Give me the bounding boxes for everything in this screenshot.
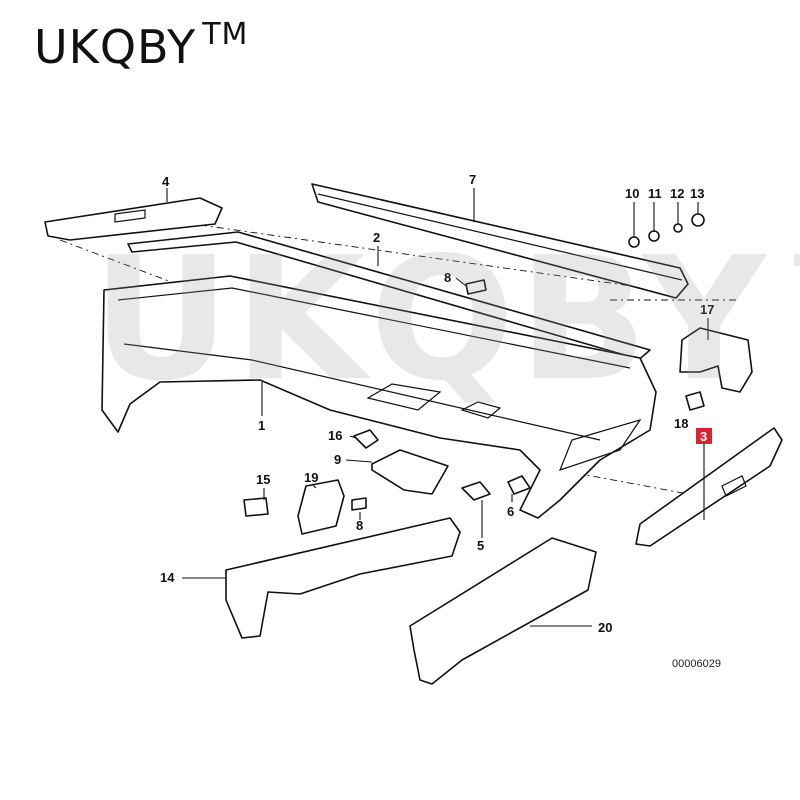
part-9-plate xyxy=(371,449,449,495)
part-15-clip xyxy=(243,497,269,517)
callout-13: 13 xyxy=(690,186,704,201)
part-13-nut xyxy=(691,213,705,227)
callout-7: 7 xyxy=(469,172,476,187)
callout-5: 5 xyxy=(477,538,484,553)
callout-4: 4 xyxy=(162,174,170,189)
part-11-washer xyxy=(648,230,660,242)
part-18-clip xyxy=(685,391,705,411)
part-5-clip xyxy=(461,481,491,501)
callout-19: 19 xyxy=(304,470,318,485)
callout-18: 18 xyxy=(674,416,688,431)
part-3-highlight xyxy=(696,428,712,444)
brand-trademark: TM xyxy=(202,17,249,52)
part-17-bracket xyxy=(679,327,753,393)
callout-20: 20 xyxy=(598,620,612,635)
callout-8-lower: 8 xyxy=(356,518,363,533)
part-6-clip xyxy=(507,475,531,495)
part-14-panel xyxy=(225,517,461,639)
callout-8-upper: 8 xyxy=(444,270,451,285)
callout-1: 1 xyxy=(258,418,265,433)
part-12-spring xyxy=(673,223,683,233)
part-1-bumper-cover xyxy=(101,275,657,519)
part-8-screw-upper xyxy=(465,279,487,295)
callout-11: 11 xyxy=(648,186,662,201)
callout-6: 6 xyxy=(507,504,514,519)
brand-name: UKQBY xyxy=(34,20,197,74)
part-3-corner-trim xyxy=(635,427,783,547)
part-8-screw-lower xyxy=(351,497,367,511)
callout-15: 15 xyxy=(256,472,270,487)
callout-10: 10 xyxy=(625,186,639,201)
callout-14: 14 xyxy=(160,570,175,585)
part-16-clip xyxy=(353,429,379,449)
part-10-bolt xyxy=(628,236,640,248)
callout-12: 12 xyxy=(670,186,684,201)
part-7-moulding xyxy=(311,183,689,299)
callout-16: 16 xyxy=(328,428,342,443)
part-20-guide xyxy=(409,537,597,685)
callout-17: 17 xyxy=(700,302,714,317)
callout-9: 9 xyxy=(334,452,341,467)
diagram-code: 00006029 xyxy=(672,658,721,670)
part-19-bracket xyxy=(297,479,345,535)
callout-2: 2 xyxy=(373,230,380,245)
callout-3: 3 xyxy=(700,429,707,444)
